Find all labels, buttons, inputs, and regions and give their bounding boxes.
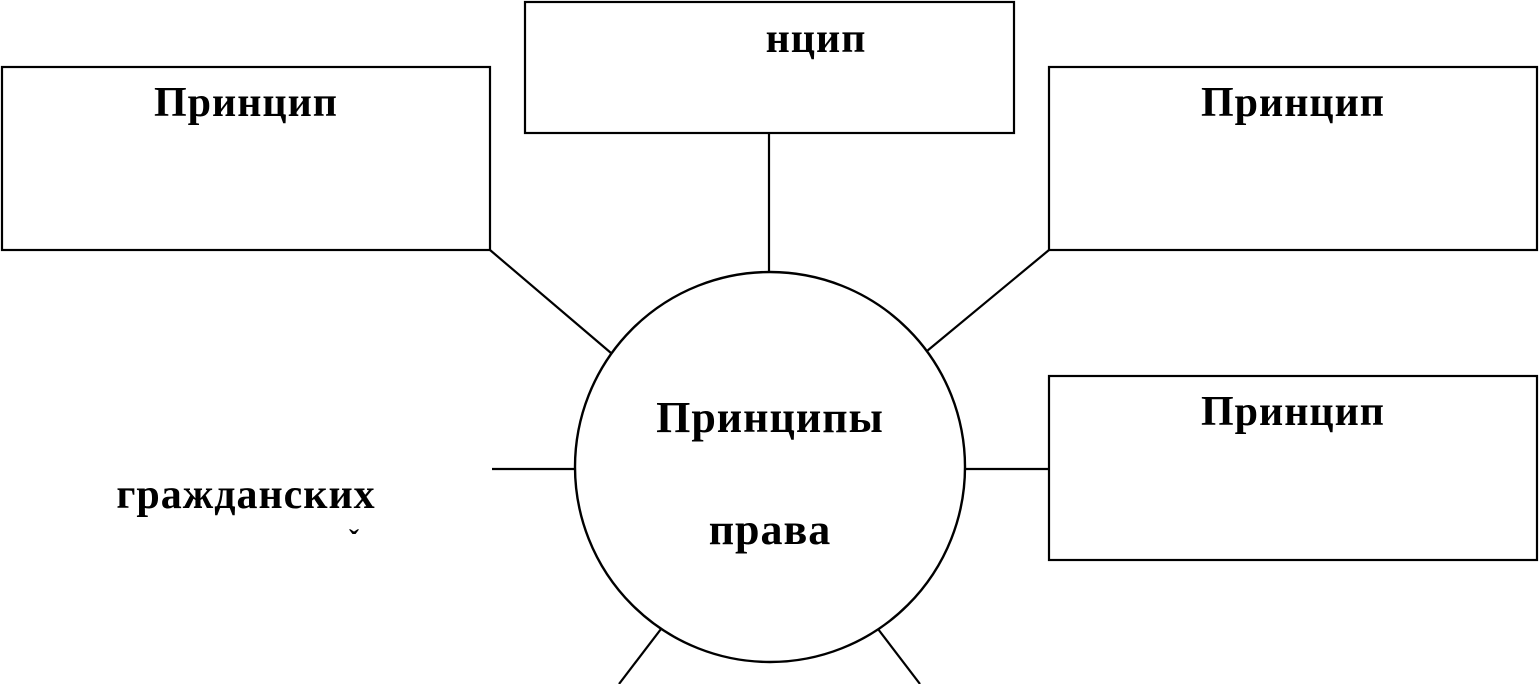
connector-bottom-left bbox=[618, 628, 662, 684]
box-top-left: Принцип bbox=[0, 65, 492, 252]
free-text-left-mark: ˇ bbox=[349, 524, 359, 557]
connector-bottom-right bbox=[877, 628, 921, 684]
box-mid-right: Принцип bbox=[1047, 374, 1539, 562]
free-text-left: гражданских bbox=[116, 472, 375, 518]
hub-circle: Принципы права bbox=[573, 270, 967, 664]
connector-top-right bbox=[926, 249, 1050, 352]
box-top-right: Принцип bbox=[1047, 65, 1539, 252]
box-top-left-label: Принцип bbox=[154, 80, 338, 126]
hub-label-line2: права bbox=[709, 505, 832, 554]
box-top-center-label: нцип bbox=[766, 16, 867, 62]
box-top-right-label: Принцип bbox=[1201, 80, 1385, 126]
box-mid-right-label: Принцип bbox=[1201, 389, 1385, 435]
box-top-center: нцип bbox=[523, 0, 1016, 135]
hub-label-line1: Принципы bbox=[656, 393, 884, 442]
connector-top-left bbox=[489, 249, 612, 354]
